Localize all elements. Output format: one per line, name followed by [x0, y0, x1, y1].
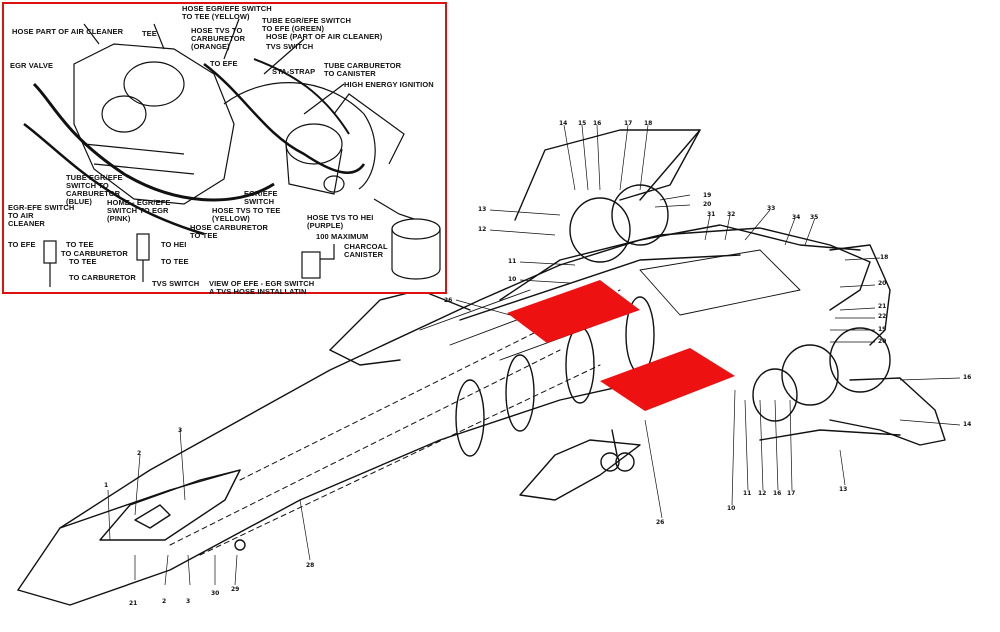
callout-number: 31: [707, 211, 716, 218]
callout-number: 17: [787, 490, 796, 497]
callout-number: 26: [444, 297, 453, 304]
label-to-tee-2: TO TEE: [69, 257, 97, 266]
label-egr-efe-to-air: EGR-EFE SWITCH TO AIR CLEANER: [8, 203, 75, 228]
callout-number: 13: [478, 206, 487, 213]
label-to-hei: TO HEI: [161, 240, 187, 249]
label-hose-tvs-tee: HOSE TVS TO TEE (YELLOW): [212, 206, 281, 223]
callout-number: 29: [231, 586, 240, 593]
callout-number: 10: [508, 276, 517, 283]
label-tvs-switch: TVS SWITCH: [266, 42, 314, 51]
callout-number: 2: [162, 598, 167, 605]
label-hose-air-cleaner: HOSE PART OF AIR CLEANER: [12, 27, 124, 36]
callout-number: 20: [878, 338, 887, 345]
callout-number: 13: [839, 486, 848, 493]
callout-number: 11: [508, 258, 517, 265]
label-high-energy-ignition: HIGH ENERGY IGNITION: [344, 80, 434, 89]
label-to-tee-1: TO TEE: [66, 240, 94, 249]
callout-number: 11: [743, 490, 752, 497]
label-to-efe: TO EFE: [210, 59, 238, 68]
inset-caption: VIEW OF EFE - EGR SWITCH A TVS HOSE INST…: [209, 279, 315, 296]
callout-number: 32: [727, 211, 736, 218]
label-tube-blue: TUBE EGR/EFE SWITCH TO CARBURETOR (BLUE): [66, 173, 123, 206]
callout-number: 21: [129, 600, 138, 607]
label-home-pink: HOME - EGR/EFE SWITCH TO EGR (PINK): [107, 198, 171, 223]
callout-number: 16: [773, 490, 782, 497]
label-hose-egr-tee: HOSE EGR/EFE SWITCH TO TEE (YELLOW): [182, 4, 272, 21]
callout-number: 19: [878, 326, 887, 333]
callout-number: 14: [963, 421, 972, 428]
callout-number: 19: [703, 192, 712, 199]
label-charcoal-canister: CHARCOAL CANISTER: [344, 242, 388, 259]
callout-number: 16: [963, 374, 972, 381]
label-hose-part-cleaner: HOSE (PART OF AIR CLEANER): [266, 32, 383, 41]
label-egr-efe-switch: EGR/EFE SWITCH: [244, 189, 278, 206]
label-sta-strap: STA-STRAP: [272, 67, 316, 76]
callout-number: 18: [880, 254, 889, 261]
callout-number: 12: [478, 226, 487, 233]
callout-number: 22: [878, 313, 887, 320]
callout-number: 12: [758, 490, 767, 497]
label-to-tee-3: TO TEE: [161, 257, 189, 266]
callout-number: 18: [644, 120, 653, 127]
callout-number: 30: [211, 590, 220, 597]
label-hose-tvs-hei: HOSE TVS TO HEI (PURPLE): [307, 213, 374, 230]
label-to-efe-2: TO EFE: [8, 240, 36, 249]
label-egr-valve: EGR VALVE: [10, 61, 54, 70]
callout-number: 14: [559, 120, 568, 127]
callout-number: 17: [624, 120, 633, 127]
callout-number: 28: [306, 562, 315, 569]
callout-number: 20: [703, 201, 712, 208]
callout-number: 16: [593, 120, 602, 127]
callout-number: 21: [878, 303, 887, 310]
highlight-panel-lower: [600, 348, 735, 411]
callout-number: 3: [178, 427, 183, 434]
label-tee: TEE: [142, 29, 157, 38]
callout-number: 10: [727, 505, 736, 512]
callout-number: 26: [656, 519, 665, 526]
label-100-maximum: 100 MAXIMUM: [316, 232, 369, 241]
callout-number: 34: [792, 214, 801, 221]
label-to-carburetor-1: TO CARBURETOR: [61, 249, 128, 258]
callout-number: 1: [104, 482, 109, 489]
engine-hose-inset: HOSE PART OF AIR CLEANER TEE HOSE TVS TO…: [2, 2, 447, 296]
label-tube-egr-efe: TUBE EGR/EFE SWITCH TO EFE (GREEN): [262, 16, 351, 33]
callout-number: 3: [186, 598, 191, 605]
highlight-panel-upper: [507, 280, 640, 343]
label-tube-carb-canister: TUBE CARBURETOR TO CANISTER: [324, 61, 402, 78]
callout-number: 20: [878, 280, 887, 287]
label-to-carburetor-2: TO CARBURETOR: [69, 273, 136, 282]
callout-number: 15: [578, 120, 587, 127]
label-tvs-switch-2: TVS SWITCH: [152, 279, 200, 288]
callout-number: 35: [810, 214, 819, 221]
engine-line-drawing: [23, 18, 441, 287]
label-hose-tvs-carburetor: HOSE TVS TO CARBURETOR (ORANGE): [191, 26, 246, 51]
callout-number: 2: [137, 450, 142, 457]
callout-number: 33: [767, 205, 776, 212]
label-hose-carb-tee: HOSE CARBURETOR TO TEE: [190, 223, 269, 240]
